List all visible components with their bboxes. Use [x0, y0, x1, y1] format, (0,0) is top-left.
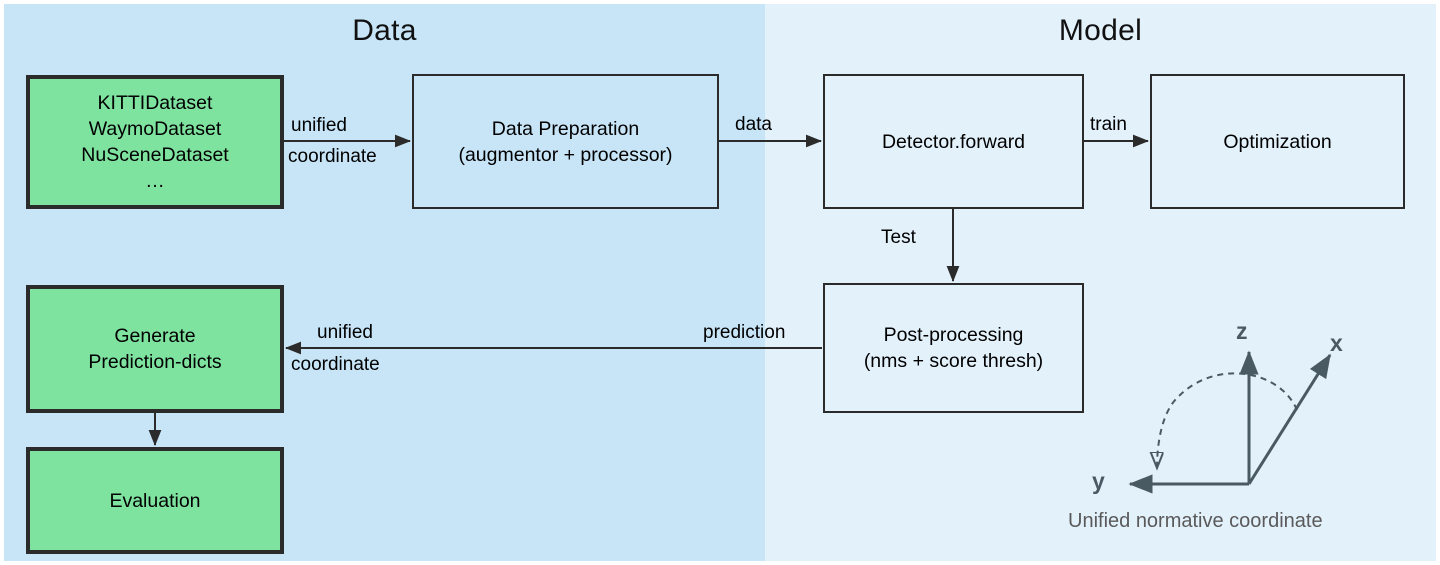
node-optimization-label: Optimization [1223, 130, 1332, 153]
edge-label-coordinate-2: coordinate [291, 354, 380, 375]
node-generate-prediction-dicts[interactable]: Generate Prediction-dicts [26, 285, 284, 413]
node-post-processing[interactable]: Post-processing (nms + score thresh) [823, 283, 1084, 413]
node-evaluation[interactable]: Evaluation [26, 447, 284, 554]
axis-label-z: z [1236, 318, 1248, 344]
node-datasets-label: KITTIDataset WaymoDataset NuSceneDataset… [81, 92, 229, 192]
node-detector-forward[interactable]: Detector.forward [823, 74, 1084, 209]
node-datasets[interactable]: KITTIDataset WaymoDataset NuSceneDataset… [26, 75, 284, 209]
edge-label-unified: unified [291, 115, 347, 136]
edge-label-prediction: prediction [703, 322, 786, 343]
node-optimization[interactable]: Optimization [1150, 74, 1405, 209]
edge-label-data: data [735, 114, 772, 135]
panel-data-title: Data [352, 14, 417, 47]
edge-label-train: train [1090, 114, 1127, 135]
axis-label-x: x [1330, 330, 1343, 356]
axis-label-y: y [1092, 468, 1105, 494]
node-evaluation-label: Evaluation [109, 489, 201, 512]
panel-model-title: Model [1058, 14, 1143, 47]
node-data-preparation[interactable]: Data Preparation (augmentor + processor) [412, 74, 719, 209]
node-detector-forward-label: Detector.forward [881, 130, 1026, 153]
coordinate-widget-caption: Unified normative coordinate [1068, 510, 1323, 532]
node-data-preparation-label: Data Preparation (augmentor + processor) [458, 117, 673, 166]
edge-label-coordinate: coordinate [288, 146, 377, 167]
edge-label-unified-2: unified [317, 322, 373, 343]
node-generate-prediction-dicts-label: Generate Prediction-dicts [88, 325, 222, 373]
node-post-processing-label: Post-processing (nms + score thresh) [863, 324, 1044, 372]
edge-label-test: Test [881, 227, 916, 248]
